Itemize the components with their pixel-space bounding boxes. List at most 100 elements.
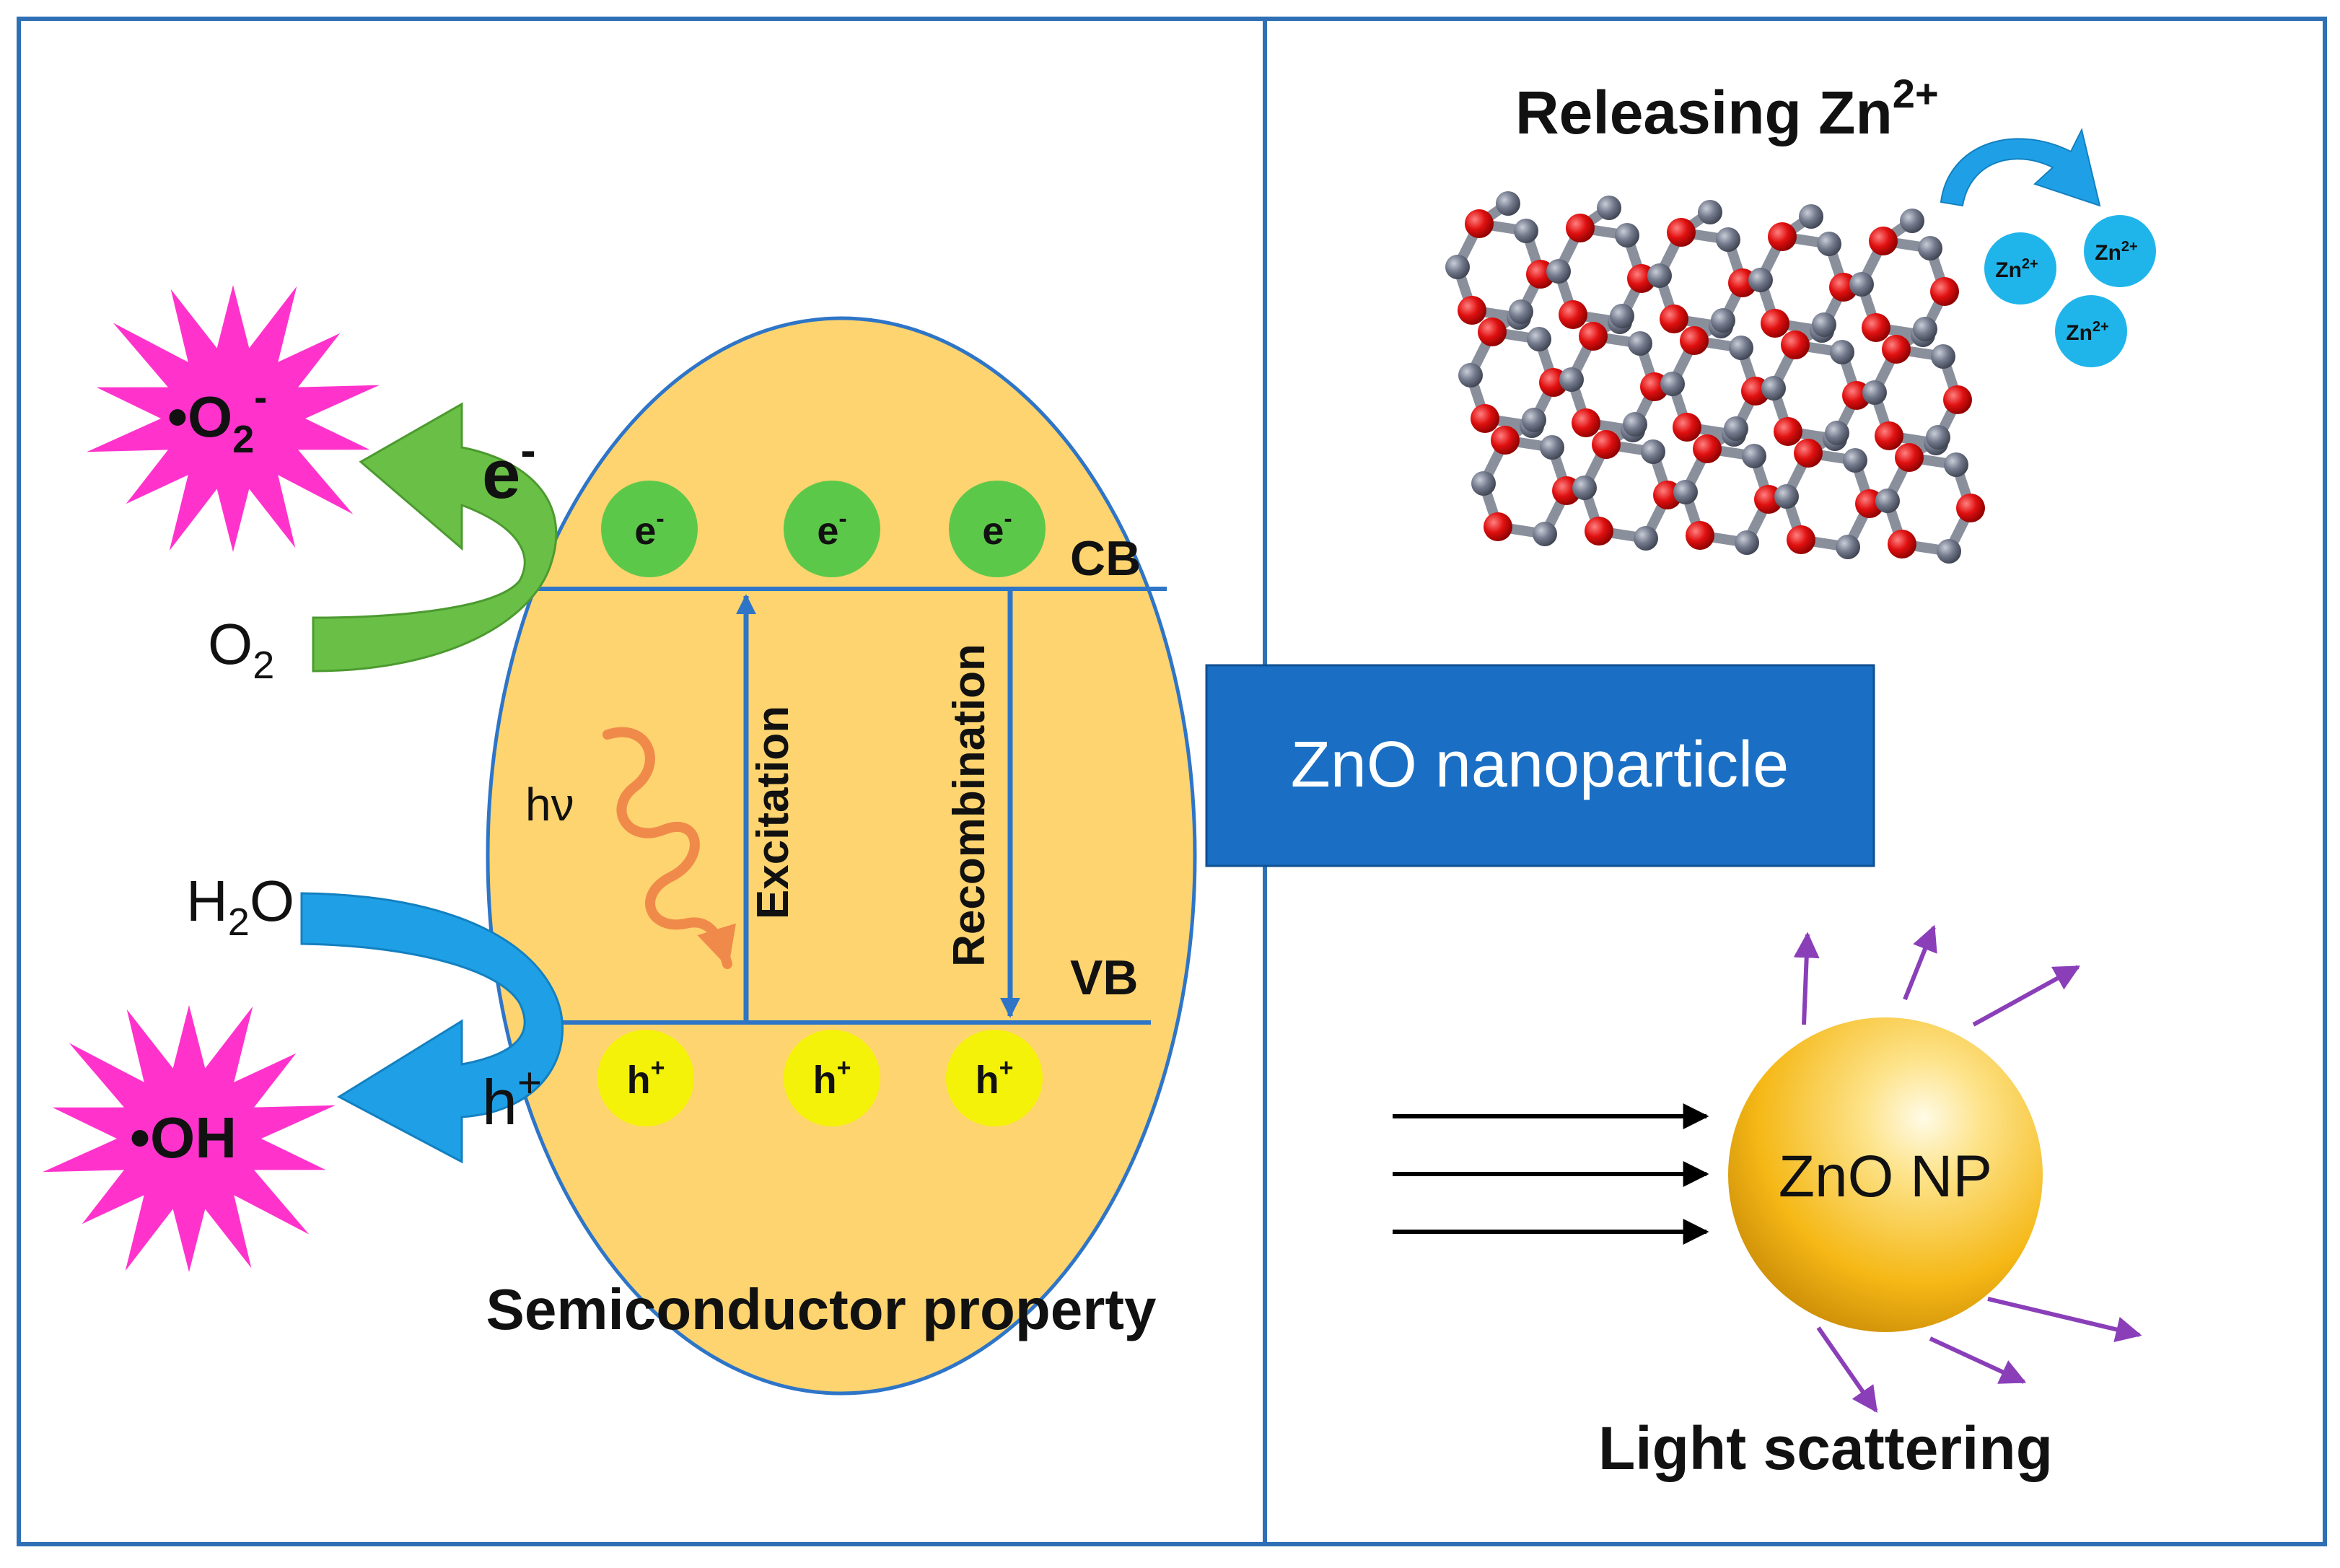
hole-ball: h+ [597,1030,694,1126]
zinc-atom [1628,331,1652,356]
svg-text:Zn2+: Zn2+ [1995,256,2038,282]
zinc-atom [1875,489,1900,513]
oxygen-atom [1484,512,1512,541]
zinc-atom [1673,480,1698,504]
excitation-label: Excitation [748,706,798,919]
zinc-atom [1825,421,1849,445]
scattered-light-arrow [1793,932,1820,1025]
light-scattering-caption: Light scattering [1598,1414,2053,1482]
oxygen-atom [1943,385,1972,414]
zinc-atom [1660,372,1685,396]
releasing-title: Releasing Zn2+ [1515,71,1939,146]
water-label: H2O [186,869,294,944]
zno-np-sphere [1728,1017,2043,1332]
zinc-atom [1546,259,1571,284]
hole-ball: h+ [946,1030,1043,1126]
zinc-atom [1615,223,1639,248]
nanoparticle-box [1205,664,1875,867]
zno-np-label: ZnO NP [1779,1144,1992,1209]
zinc-atom [1634,526,1658,551]
oxygen-atom [1673,413,1701,442]
semiconductor-caption: Semiconductor property [486,1277,1157,1341]
zinc-atom [1836,535,1860,559]
zinc-atom [1597,196,1621,220]
zinc-atom [1748,268,1773,292]
zinc-atom [1509,299,1533,324]
electron-label-big: e- [482,424,536,513]
oxygen-atom [1566,214,1595,242]
nanoparticle-title: ZnO nanoparticle [1291,729,1789,801]
oxygen-atom [1768,222,1797,251]
zinc-atom [1527,327,1551,351]
zinc-atom [1849,272,1874,297]
zinc-atom [1522,408,1546,432]
oxygen-atom [1559,300,1587,329]
zinc-atom [1716,227,1740,252]
scattered-light-arrow [1903,924,1937,1001]
hydroxyl-burst [43,1005,336,1272]
oxygen-atom [1660,305,1688,333]
zinc-atom [1931,344,1955,369]
oxygen-atom [1458,296,1486,325]
zinc-atom [1944,452,1968,477]
outer-frame [17,17,2327,1546]
svg-text:Zn2+: Zn2+ [2066,319,2108,345]
zinc-atom [1913,317,1937,341]
zinc-atom [1471,471,1496,496]
zinc-atom [1926,425,1950,450]
oxygen-atom [1875,421,1903,450]
zinc-atom [1812,312,1836,337]
zno-crystal-lattice [1445,191,1985,564]
svg-text:e-: e- [982,505,1012,553]
zinc-atom [1742,444,1766,468]
svg-text:h+: h+ [813,1054,851,1102]
oxygen-atom [1930,277,1959,306]
zinc-atom [1445,255,1470,279]
zinc-atom [1817,232,1841,256]
zinc-atom [1559,367,1584,392]
oxygen-atom [1478,317,1507,346]
zinc-atom [1862,380,1887,405]
zinc-atom [1641,439,1665,464]
oxygen-atom [1774,417,1802,446]
oxygen-atom [1869,227,1898,255]
oxygen-atom [1781,330,1810,359]
zinc-atom [1496,191,1520,216]
electron-transfer-arrow [312,402,558,673]
svg-text:h+: h+ [627,1054,665,1102]
oxygen-atom [1680,326,1709,355]
electron-ball: e- [784,481,880,577]
scattered-light-arrow [1987,1297,2142,1343]
oxygen-atom [1491,426,1520,455]
zinc-atom [1647,263,1672,288]
hv-label: hν [525,779,574,831]
svg-text:Zn2+: Zn2+ [2095,239,2137,265]
oxygen-atom [1787,525,1815,554]
cb-label: CB [1070,531,1141,586]
oxygen-atom [1794,439,1823,468]
recombination-label: Recombination [945,644,994,967]
oxygen-atom [1667,218,1696,247]
scattered-light-arrow [1816,1326,1878,1413]
vb-label: VB [1070,950,1138,1005]
zinc-atom [1761,376,1786,400]
zinc-atom [1458,363,1483,387]
oxygen-label: O2 [208,612,274,687]
zn-ion-ball: Zn2+ [1984,232,2056,305]
zinc-atom [1799,204,1823,229]
zinc-atom [1900,209,1924,233]
oxygen-atom [1888,530,1916,559]
zinc-atom [1514,219,1538,243]
zinc-atom [1918,236,1942,260]
oxygen-atom [1882,335,1911,364]
hole-ball: h+ [784,1030,880,1126]
oxygen-atom [1956,494,1985,522]
zinc-atom [1724,416,1748,441]
zinc-atom [1735,530,1759,555]
zinc-atom [1610,304,1634,328]
oxygen-atom [1471,404,1499,433]
zinc-atom [1623,412,1647,437]
svg-text:e-: e- [634,505,664,553]
